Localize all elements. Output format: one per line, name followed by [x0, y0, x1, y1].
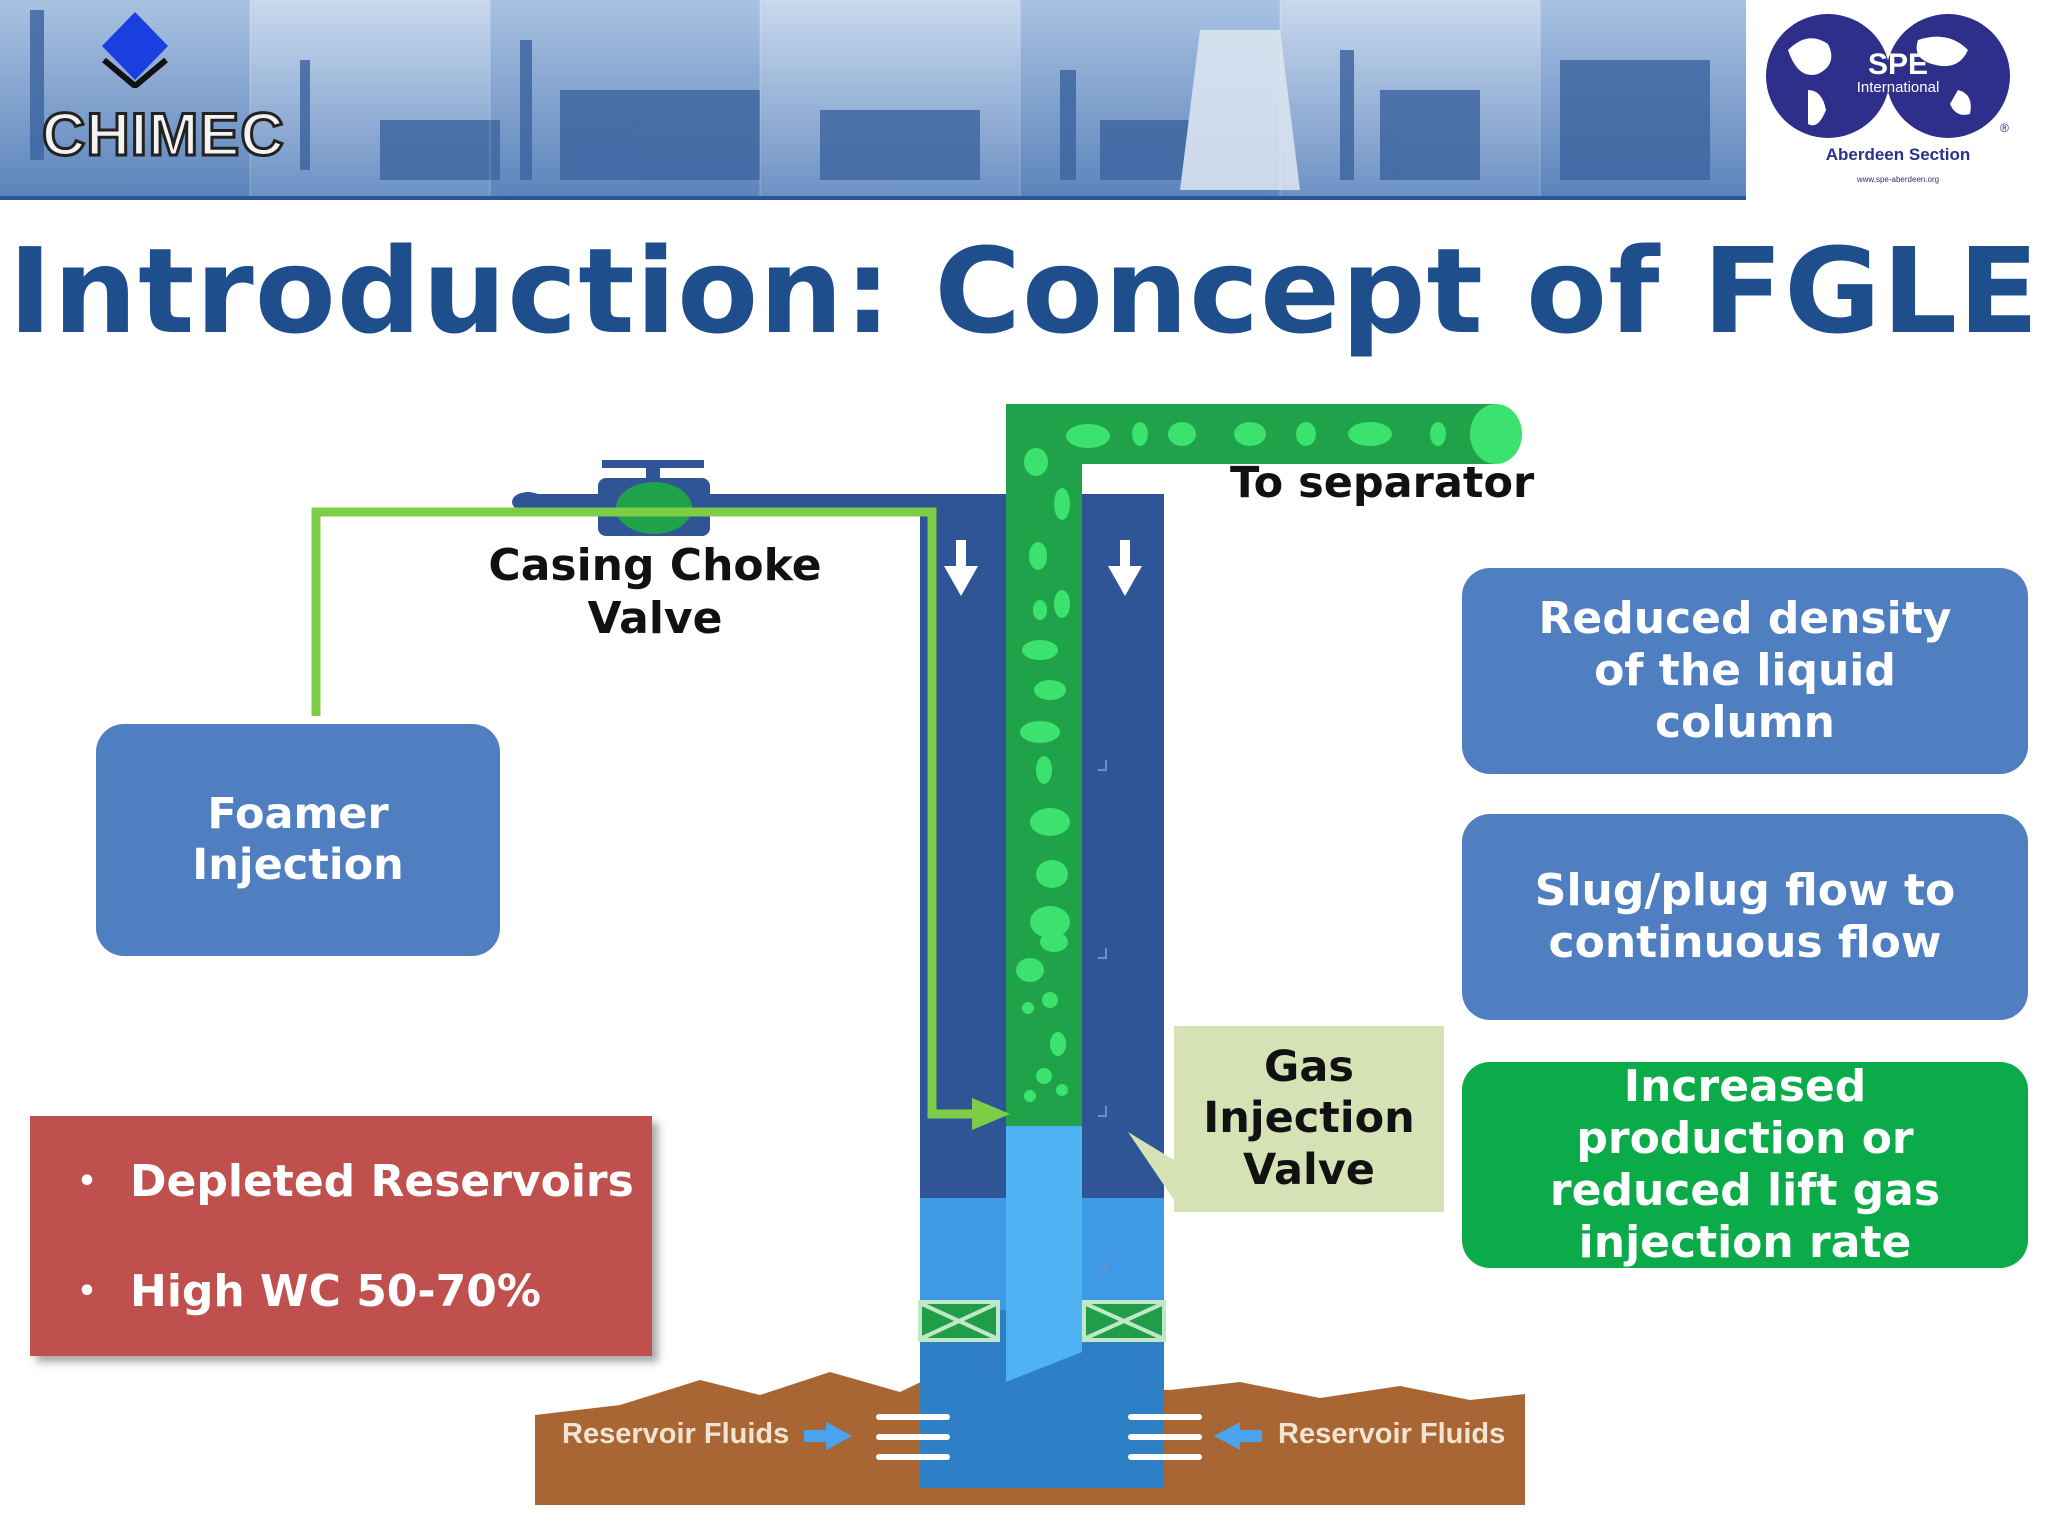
reservoir-fluids-left-label: Reservoir Fluids [562, 1418, 790, 1450]
page-title: Introduction: Concept of FGLE [8, 222, 2040, 360]
list-item: • Depleted Reservoirs [77, 1156, 634, 1207]
spe-text: SPE [1868, 48, 1928, 81]
arrow-right-icon [804, 1422, 852, 1450]
to-separator-label: To separator [1230, 458, 1535, 508]
svg-text:www.spe-aberdeen.org: www.spe-aberdeen.org [1856, 175, 1939, 184]
perforations [876, 1414, 1202, 1460]
tubing-liquid [1006, 1126, 1082, 1382]
benefit-box-production: Increased production or reduced lift gas… [1462, 1061, 2028, 1268]
casing-choke-valve [512, 460, 920, 536]
gas-injection-valve-label: Gas Injection Valve [1174, 1026, 1444, 1212]
header-banner [0, 0, 1746, 200]
blue-diamond-icon [102, 12, 168, 88]
svg-text:Aberdeen Section: Aberdeen Section [1826, 145, 1971, 164]
packer [918, 1300, 1166, 1342]
foam-tubing [1006, 404, 1496, 1126]
spe-logo: SPE International ® Aberdeen Section www… [1748, 0, 2048, 210]
injection-line [311, 507, 1000, 1119]
arrow-left-icon [1214, 1422, 1262, 1450]
arrow-down-icon [944, 540, 1142, 596]
svg-text:®: ® [2000, 121, 2009, 135]
svg-text:International: International [1857, 79, 1940, 96]
benefit-box-flow: Slug/plug flow to continuous flow [1462, 814, 2028, 1020]
benefit-box-density: Reduced density of the liquid column [1462, 568, 2028, 774]
list-item: • High WC 50-70% [77, 1266, 541, 1317]
reservoir-fluids-right-label: Reservoir Fluids [1278, 1418, 1506, 1450]
chimec-logo-text: CHIMEC [41, 100, 286, 170]
foam-bubbles [1016, 422, 1446, 1102]
conditions-box: • Depleted Reservoirs • High WC 50-70% [30, 1116, 652, 1356]
casing-choke-valve-label: Casing Choke Valve [488, 540, 822, 644]
foamer-injection-box: Foamer Injection [96, 724, 500, 956]
